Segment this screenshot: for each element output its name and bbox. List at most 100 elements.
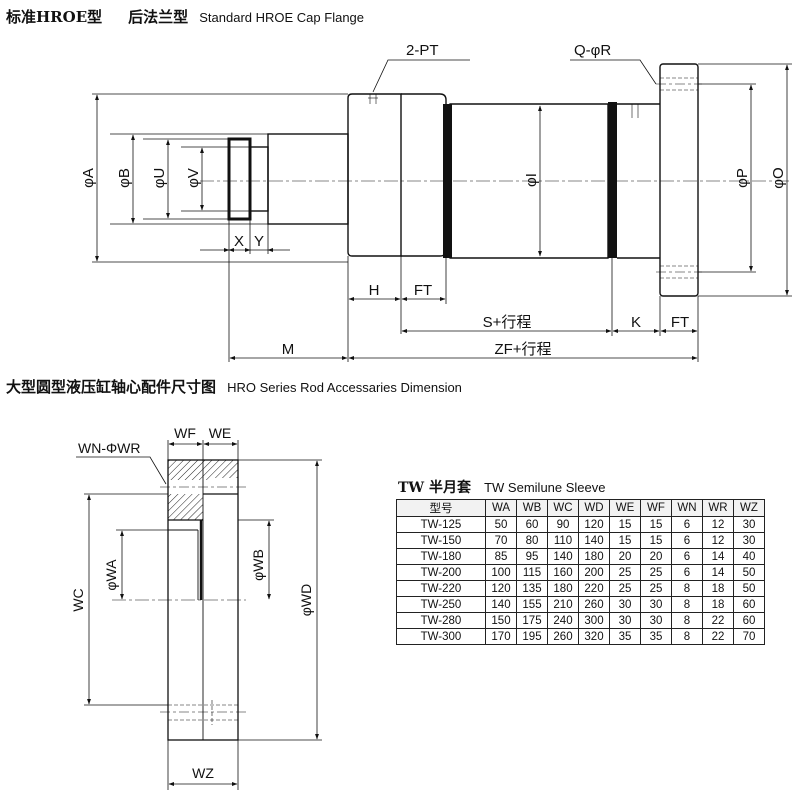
table-cell: 30 xyxy=(609,596,641,613)
barrel-band-right xyxy=(608,102,617,258)
table-cell: 25 xyxy=(640,580,672,597)
table-cell: 6 xyxy=(671,532,703,549)
q-r-label: Q-φR xyxy=(574,42,611,59)
table-cell: 6 xyxy=(671,516,703,533)
table-cell: 8 xyxy=(671,612,703,629)
table-cell: 14 xyxy=(702,564,734,581)
table-cell: 70 xyxy=(485,532,517,549)
table-cell: 30 xyxy=(640,612,672,629)
h-label: H xyxy=(369,282,380,299)
table-cell: 15 xyxy=(640,532,672,549)
x-label: X xyxy=(234,233,244,250)
table-cell: 8 xyxy=(671,628,703,645)
cylinder-dimensions xyxy=(92,59,792,362)
table-header-cell: WF xyxy=(640,499,672,517)
table-header-cell: WB xyxy=(516,499,548,517)
table-cell: 70 xyxy=(733,628,765,645)
table-cell: 80 xyxy=(516,532,548,549)
table-cell-model: TW-180 xyxy=(396,548,486,565)
table-cell: 60 xyxy=(516,516,548,533)
wz-label: WZ xyxy=(192,765,214,781)
table-cell: 210 xyxy=(547,596,579,613)
table-cell: 200 xyxy=(578,564,610,581)
table-cell: 6 xyxy=(671,564,703,581)
table-cell-model: TW-300 xyxy=(396,628,486,645)
top-heading: 标准HROE型后法兰型 Standard HROE Cap Flange xyxy=(6,6,364,27)
table-cell: 95 xyxy=(516,548,548,565)
table-cell: 8 xyxy=(671,580,703,597)
wn-wr-label: WN-ΦWR xyxy=(78,440,140,456)
table-cell: 175 xyxy=(516,612,548,629)
table-header-cell: WN xyxy=(671,499,703,517)
m-label: M xyxy=(282,341,295,358)
k-label: K xyxy=(631,314,641,331)
table-header-cell: WA xyxy=(485,499,517,517)
table-cell: 25 xyxy=(640,564,672,581)
wf-label: WF xyxy=(174,425,196,441)
top-heading-zh-a: 标准HROE型 xyxy=(6,8,103,26)
table-cell: 180 xyxy=(547,580,579,597)
wa-label: φWA xyxy=(103,559,119,591)
table-cell: 60 xyxy=(733,612,765,629)
dia-i-label: φI xyxy=(523,173,540,187)
table-cell: 120 xyxy=(485,580,517,597)
s-stroke-label: S+行程 xyxy=(483,314,532,331)
cylinder-labels: 2-PT Q-φR φA φB φU φV φI φP φO X Y H FT … xyxy=(80,42,787,358)
tw-table-title: TW 半月套 TW Semilune Sleeve xyxy=(398,477,606,497)
table-cell: 12 xyxy=(702,532,734,549)
tw-title-zh: TW 半月套 xyxy=(398,480,472,496)
sleeve-dimensions xyxy=(76,440,322,790)
dia-u-label: φU xyxy=(151,168,168,189)
wb-label: φWB xyxy=(250,549,266,581)
table-cell: 195 xyxy=(516,628,548,645)
section-heading-zh: 大型圆型液压缸轴心配件尺寸图 xyxy=(6,378,217,396)
table-cell: 35 xyxy=(609,628,641,645)
table-cell: 15 xyxy=(609,516,641,533)
table-cell-model: TW-200 xyxy=(396,564,486,581)
rod-neck xyxy=(249,146,269,212)
table-cell: 18 xyxy=(702,596,734,613)
cylinder-drawing xyxy=(200,63,792,297)
table-header-cell: WC xyxy=(547,499,579,517)
table-cell: 260 xyxy=(547,628,579,645)
zf-stroke-label: ZF+行程 xyxy=(494,341,551,358)
table-header-cell: WR xyxy=(702,499,734,517)
table-cell: 20 xyxy=(609,548,641,565)
table-cell: 25 xyxy=(609,564,641,581)
table-cell-model: TW-250 xyxy=(396,596,486,613)
table-cell: 22 xyxy=(702,628,734,645)
front-flange xyxy=(401,93,447,257)
dia-b-label: φB xyxy=(116,168,133,188)
ft-left-label: FT xyxy=(414,282,432,299)
table-cell: 220 xyxy=(578,580,610,597)
table-cell: 12 xyxy=(702,516,734,533)
table-cell: 50 xyxy=(733,564,765,581)
table-cell: 8 xyxy=(671,596,703,613)
table-cell: 50 xyxy=(733,580,765,597)
dia-o-label: φO xyxy=(770,167,787,188)
table-cell: 14 xyxy=(702,548,734,565)
table-cell: 30 xyxy=(609,612,641,629)
table-cell-model: TW-280 xyxy=(396,612,486,629)
rear-flange xyxy=(659,63,699,297)
wd-label: φWD xyxy=(298,584,314,616)
y-label: Y xyxy=(254,233,264,250)
table-cell: 30 xyxy=(733,532,765,549)
table-cell: 320 xyxy=(578,628,610,645)
table-header-cell: WZ xyxy=(733,499,765,517)
table-cell: 20 xyxy=(640,548,672,565)
rod-end xyxy=(227,137,252,221)
dia-a-label: φA xyxy=(80,168,97,188)
ft-right-label: FT xyxy=(671,314,689,331)
table-cell: 260 xyxy=(578,596,610,613)
table-cell: 300 xyxy=(578,612,610,629)
table-cell: 30 xyxy=(640,596,672,613)
